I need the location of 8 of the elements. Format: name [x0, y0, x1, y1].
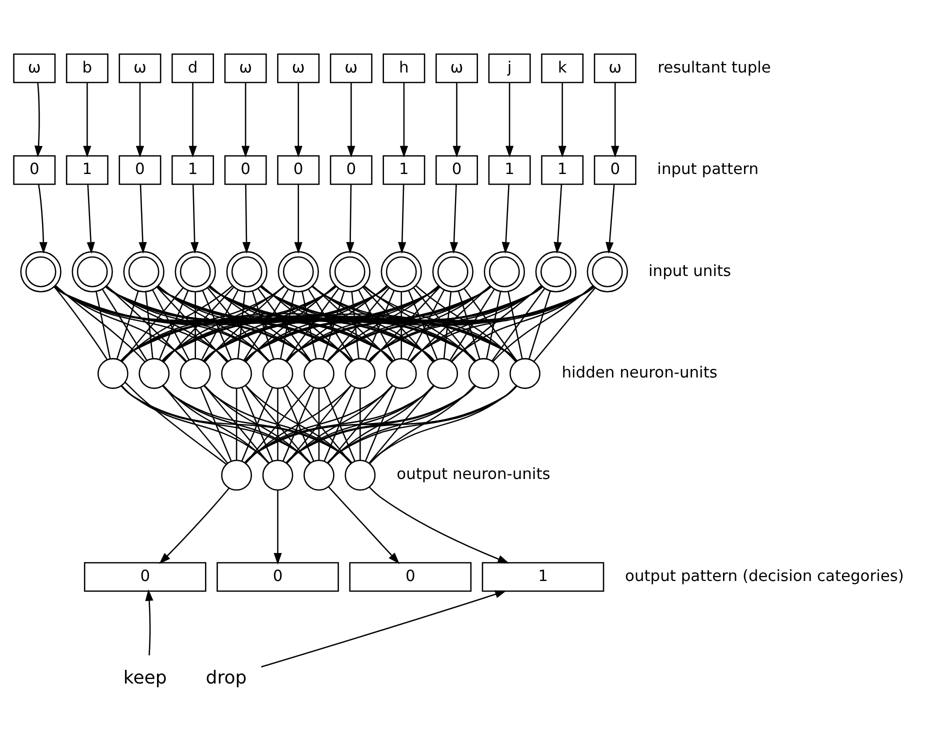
label: output pattern (decision categories) — [625, 566, 904, 584]
label: resultant tuple — [658, 58, 771, 76]
label: hidden neuron-units — [562, 362, 718, 381]
node-text: keep — [123, 666, 167, 688]
label: input pattern — [657, 160, 759, 178]
label: input units — [648, 261, 732, 280]
label: output neuron-units — [396, 464, 550, 483]
node-text: drop — [206, 666, 247, 688]
